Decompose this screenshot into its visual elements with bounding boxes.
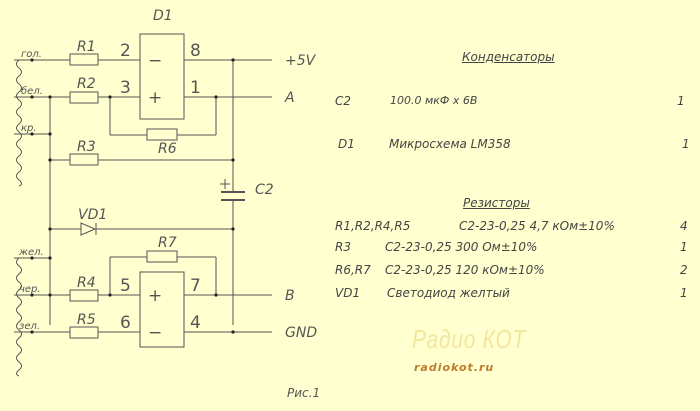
bom-ref: VD1 xyxy=(335,286,361,300)
pin-3: 3 xyxy=(120,78,131,98)
figure-caption: Рис.1 xyxy=(287,386,320,400)
resistor-r2 xyxy=(69,91,99,104)
wire-gol: гол. xyxy=(21,49,42,60)
coil-top xyxy=(16,59,22,187)
opamp-top xyxy=(139,33,185,120)
bom-desc: Светодиод желтый xyxy=(387,286,510,300)
bom-desc: Микросхема LM358 xyxy=(389,137,511,151)
bom-desc: С2-23-0,25 300 Ом±10% xyxy=(385,240,538,254)
pin-4: 4 xyxy=(190,313,201,333)
wire-bel: бел. xyxy=(21,85,43,97)
bom-qty: 1 xyxy=(680,240,688,254)
pin-6: 6 xyxy=(120,313,131,333)
resistor-r5 xyxy=(69,326,99,339)
watermark-url: radiokot.ru xyxy=(414,361,495,374)
wires-top xyxy=(14,59,272,325)
bom-ref: D1 xyxy=(338,137,355,151)
minus-sign: − xyxy=(148,51,162,71)
chip-label: D1 xyxy=(153,8,173,24)
pin-5: 5 xyxy=(120,276,131,296)
output-gnd: GND xyxy=(285,325,317,341)
label-r5: R5 xyxy=(77,312,96,328)
minus-sign-bottom: − xyxy=(148,323,162,343)
wire-cher: чер. xyxy=(19,284,41,295)
wires-bottom xyxy=(14,256,272,333)
bom-ref: C2 xyxy=(335,94,352,108)
output-5v: +5V xyxy=(285,53,317,69)
label-vd1: VD1 xyxy=(78,207,107,223)
bom-desc: 100.0 мкФ x 6В xyxy=(390,94,478,107)
resistor-r3 xyxy=(69,153,99,166)
label-r3: R3 xyxy=(77,139,96,155)
watermark-logo: Радио КОТ xyxy=(412,324,526,354)
bom-ref: R3 xyxy=(335,240,351,254)
bom-ref: R1,R2,R4,R5 xyxy=(335,219,411,233)
bom-qty: 2 xyxy=(680,263,688,277)
diode-vd1 xyxy=(80,222,97,236)
bom-qty: 1 xyxy=(680,286,688,300)
pin-1: 1 xyxy=(190,78,201,98)
output-a: A xyxy=(284,90,295,106)
wire-kr: кр. xyxy=(21,123,37,134)
label-r2: R2 xyxy=(77,76,96,92)
label-c2: C2 xyxy=(255,182,274,198)
bom-qty: 1 xyxy=(677,94,685,108)
opamp-bottom xyxy=(139,271,185,348)
capacitor-c2 xyxy=(220,179,245,201)
pin-2: 2 xyxy=(120,41,131,61)
resistor-r4 xyxy=(69,289,99,302)
resistor-r6 xyxy=(146,128,178,141)
label-r6: R6 xyxy=(158,141,177,157)
wire-zhel: жел. xyxy=(18,247,44,258)
pin-8: 8 xyxy=(190,41,201,61)
coil-bottom xyxy=(16,257,22,377)
bom-qty: 1 xyxy=(682,137,690,151)
bom-desc: С2-23-0,25 4,7 кОм±10% xyxy=(459,219,615,233)
pin-7: 7 xyxy=(190,276,201,296)
bom-capacitors-header: Конденсаторы xyxy=(462,50,555,64)
junctions xyxy=(30,58,235,334)
bom-resistors-header: Резисторы xyxy=(463,196,530,210)
bom-desc: С2-23-0,25 120 кОм±10% xyxy=(385,263,545,277)
label-r1: R1 xyxy=(77,39,96,55)
resistor-r1 xyxy=(69,53,99,66)
wire-zel: зел. xyxy=(19,321,40,332)
plus-sign-bottom: + xyxy=(148,286,162,306)
label-r7: R7 xyxy=(158,235,177,251)
resistor-r7 xyxy=(146,250,178,263)
plus-sign: + xyxy=(148,88,162,108)
bom-qty: 4 xyxy=(680,219,688,233)
label-r4: R4 xyxy=(77,275,96,291)
bom-ref: R6,R7 xyxy=(335,263,371,277)
output-b: B xyxy=(285,288,295,304)
